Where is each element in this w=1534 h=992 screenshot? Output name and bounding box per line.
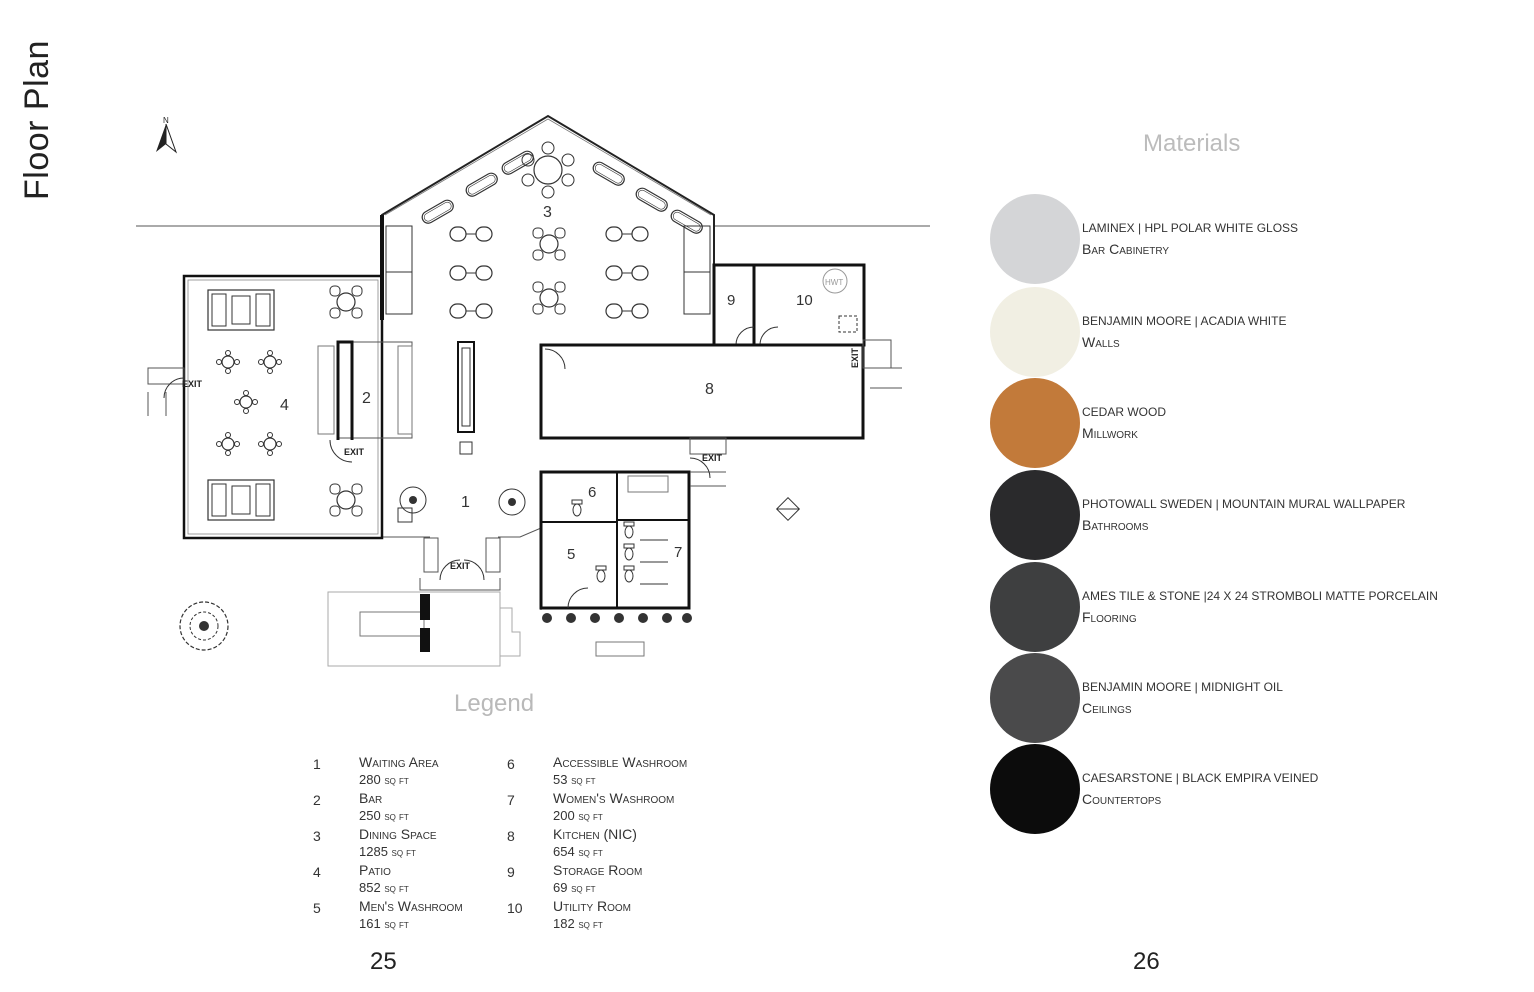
material-swatch — [990, 378, 1080, 468]
svg-text:5: 5 — [567, 546, 575, 563]
landscape-icon — [775, 496, 801, 522]
floor-plan: N 3 9 10 HWT 8 — [136, 114, 930, 667]
svg-text:4: 4 — [280, 397, 289, 414]
svg-text:9: 9 — [727, 292, 735, 309]
material-swatch — [990, 744, 1080, 834]
material-item: Laminex | HPL Polar White GlossBar Cabin… — [990, 194, 1298, 284]
svg-text:8: 8 — [705, 381, 714, 398]
material-swatch — [990, 562, 1080, 652]
svg-text:EXIT: EXIT — [344, 447, 365, 457]
material-item: Caesarstone | Black Empira VeinedCounter… — [990, 744, 1318, 834]
svg-text:3: 3 — [543, 204, 552, 221]
page-number-left: 25 — [370, 948, 397, 975]
svg-text:7: 7 — [674, 544, 682, 561]
page-number-right: 26 — [1133, 948, 1160, 975]
svg-text:1: 1 — [461, 494, 470, 511]
svg-text:N: N — [163, 116, 169, 125]
material-item: Cedar WoodMillwork — [990, 378, 1166, 468]
legend-title: Legend — [454, 690, 535, 717]
material-swatch — [990, 653, 1080, 743]
material-item: Benjamin Moore | Midnight OilCeilings — [990, 653, 1283, 743]
materials-title: Materials — [1143, 130, 1241, 157]
svg-text:2: 2 — [362, 390, 371, 407]
svg-text:EXIT: EXIT — [450, 561, 471, 571]
material-item: Benjamin Moore | Acadia WhiteWalls — [990, 287, 1286, 377]
material-item: Photowall Sweden | Mountain Mural Wallpa… — [990, 470, 1405, 560]
north-arrow-icon: N — [156, 116, 178, 154]
tree-icon — [179, 601, 229, 651]
svg-text:HWT: HWT — [825, 278, 843, 287]
material-swatch — [990, 470, 1080, 560]
material-swatch — [990, 287, 1080, 377]
svg-text:10: 10 — [796, 292, 813, 309]
svg-text:EXIT: EXIT — [702, 453, 723, 463]
svg-text:EXIT: EXIT — [850, 347, 860, 368]
material-swatch — [990, 194, 1080, 284]
legend-item: 8 Kitchen (NIC)654 sq ft — [507, 826, 637, 859]
svg-text:EXIT: EXIT — [182, 379, 203, 389]
material-item: Ames Tile & Stone |24 x 24 Stromboli Mat… — [990, 562, 1438, 652]
svg-text:6: 6 — [588, 484, 596, 501]
